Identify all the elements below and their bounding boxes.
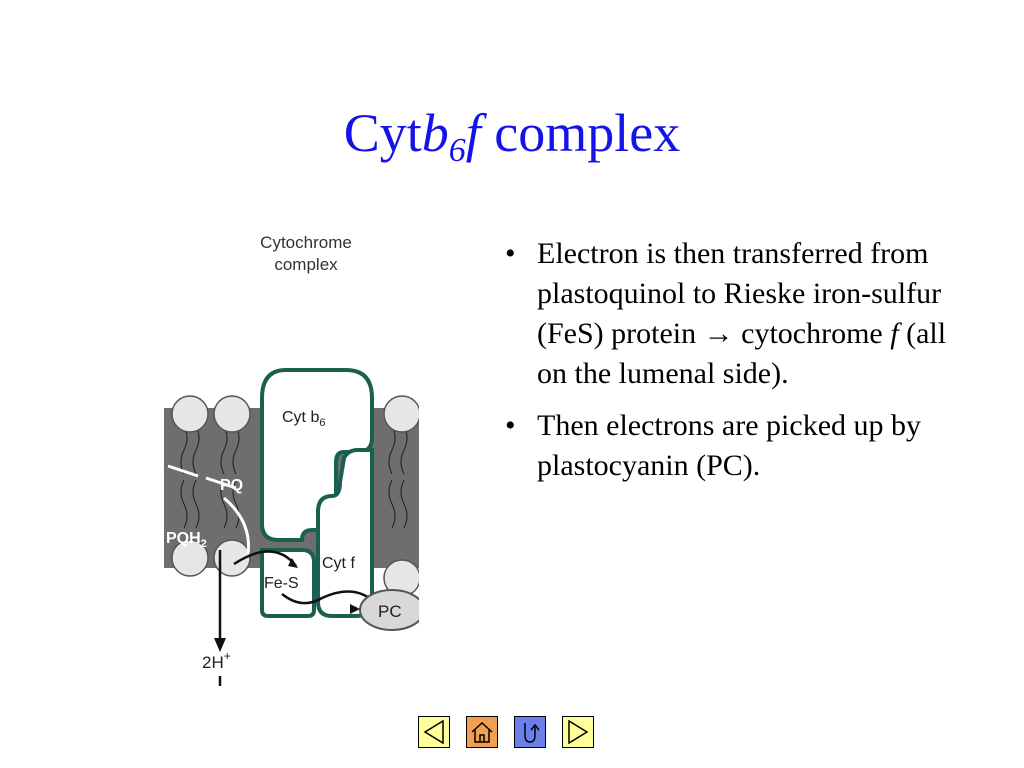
pc-label: PC [378,602,402,621]
home-icon [471,721,493,743]
cyt-b6-protein [260,368,374,542]
fes-protein [260,548,316,618]
pq-label: PQ [220,477,243,494]
bullet-list: •Electron is then transferred from plast… [497,234,957,498]
arrow-glyph: → [703,317,734,350]
fes-label: Fe-S [264,575,299,592]
cyt-f-protein [316,448,374,618]
home-button[interactable] [466,716,498,748]
left-triangle-icon [423,719,444,745]
cyt-f-label: Cyt f [322,555,355,572]
figure-label-line1: Cytochrome [260,233,352,252]
cyt-b6-label: Cyt b6 [282,409,325,429]
bullet-item: •Electron is then transferred from plast… [505,237,947,390]
pqh2-label: PQH2 [166,530,207,550]
slide-navigation [418,716,594,748]
previous-slide-button[interactable] [418,716,450,748]
return-button[interactable] [514,716,546,748]
bullet-item: •Then electrons are picked up by plastoc… [505,409,922,482]
figure-label-line2: complex [274,255,338,274]
return-icon [524,723,540,743]
right-triangle-icon [568,719,589,745]
slide-title: Cytb6f complex [343,103,681,169]
proton-label: 2H+ [202,649,231,672]
cytochrome-complex-diagram: Cytochrome complex Cyt b6 Cyt f Fe-S [164,228,425,688]
next-slide-button[interactable] [562,716,594,748]
